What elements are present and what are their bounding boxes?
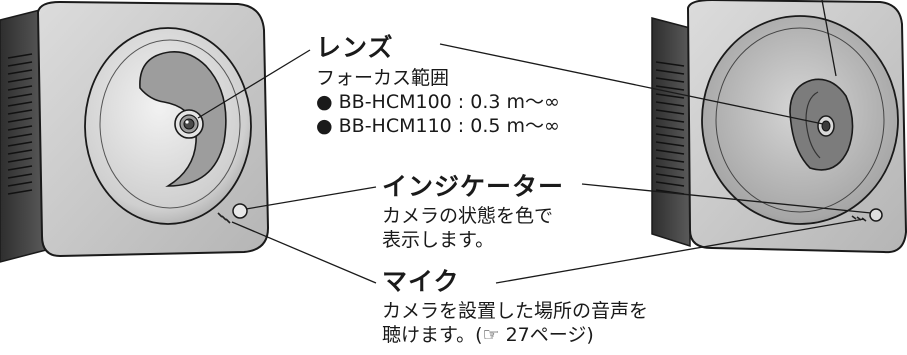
indicator-title: インジケーター: [382, 172, 565, 201]
vent-grille: [655, 61, 685, 195]
lens-leader-left: [197, 49, 311, 119]
window-leader: [821, 0, 837, 77]
indicator-light-icon: [869, 208, 883, 222]
leader-lines: [197, 0, 872, 284]
microphone-icon: [217, 212, 231, 224]
indicator-desc-line1: カメラの状態を色で: [382, 205, 554, 227]
lens-icon: [817, 115, 835, 137]
mic-title: マイク: [382, 267, 460, 296]
indicator-desc-line2: 表示します。: [382, 229, 495, 251]
lens-leader-right: [439, 43, 824, 125]
lens-title: レンズ: [316, 33, 394, 62]
lens-icon: [174, 109, 204, 139]
indicator-leader-right: [581, 183, 872, 214]
lens-focus-range-label: フォーカス範囲: [316, 67, 450, 89]
camera-angled-view: [651, 0, 907, 254]
mic-leader-left: [231, 221, 377, 284]
indicator-light-icon: [232, 203, 248, 219]
mic-desc-line2: 聴けます。(☞ 27ページ): [382, 324, 594, 346]
indicator-leader-left: [245, 186, 377, 210]
camera-front-view: [0, 0, 270, 263]
mic-leader-right: [495, 218, 865, 284]
vent-grille: [7, 53, 33, 195]
lens-spec-hcm100: ● BB-HCM100 : 0.3 m～∞: [316, 91, 560, 113]
mic-desc-line1: カメラを設置した場所の音声を: [382, 300, 649, 322]
lens-spec-hcm110: ● BB-HCM110 : 0.5 m～∞: [316, 115, 560, 137]
